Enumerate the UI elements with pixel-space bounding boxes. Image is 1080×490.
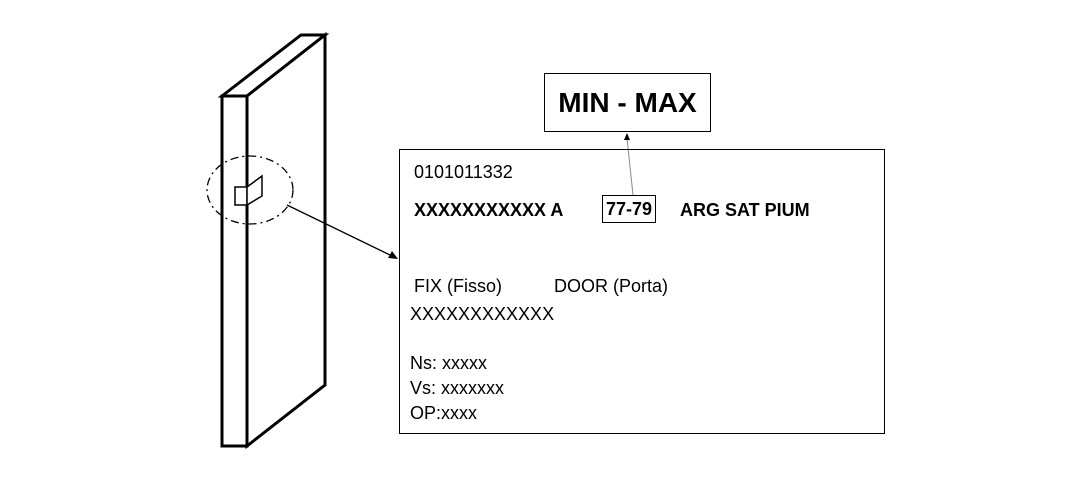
label-finish: ARG SAT PIUM [680, 200, 810, 220]
min-max-box: MIN - MAX [544, 73, 711, 132]
label-serial: XXXXXXXXXXXX [410, 304, 555, 324]
label-model: XXXXXXXXXXX A [414, 200, 564, 220]
label-fix: FIX (Fisso) [414, 276, 502, 296]
label-code: 0101011332 [414, 162, 513, 182]
label-op: OP:xxxx [410, 403, 478, 423]
product-label: 0101011332 XXXXXXXXXXX A 77-79 ARG SAT P… [399, 149, 885, 434]
range-box: 77-79 [602, 195, 657, 223]
label-ns: Ns: xxxxx [410, 353, 488, 373]
label-vs: Vs: xxxxxxx [410, 378, 505, 398]
min-max-label: MIN - MAX [558, 86, 697, 118]
label-door: DOOR (Porta) [554, 276, 669, 296]
